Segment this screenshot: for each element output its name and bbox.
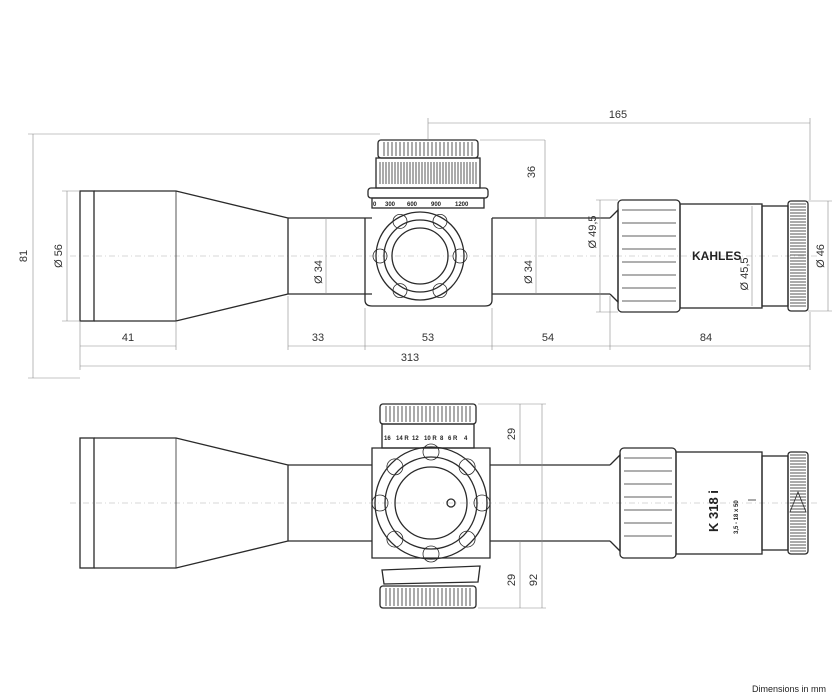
side-diopter-knurling — [790, 454, 806, 552]
windage-turret-cap — [391, 227, 449, 285]
turret-lobe — [392, 283, 408, 299]
windage-skirt — [381, 565, 481, 585]
magnification-ring-grip — [622, 209, 676, 302]
dimension-54: 54 — [542, 332, 554, 344]
elevation-scale-ticks — [379, 162, 477, 184]
dimension-29-bottom: 29 — [506, 574, 518, 586]
units-footnote: Dimensions in mm — [751, 684, 826, 694]
turret-lobe — [372, 248, 388, 264]
model-label: K 318 i — [706, 490, 721, 532]
scale-label: 300 — [385, 202, 396, 208]
dimension-84: 84 — [700, 332, 712, 344]
parallax-turret-lobes — [371, 443, 491, 563]
objective-bell — [94, 190, 289, 322]
turret-mark: 8 — [440, 436, 444, 442]
windage-turret-outer — [375, 211, 465, 301]
side-elevation-scale — [381, 423, 475, 449]
parallax-turret-cap — [394, 466, 468, 540]
magnification-label: 3,5 - 18 x 50 — [734, 500, 740, 534]
turret-lobe — [386, 458, 404, 476]
top-view: 0 300 600 900 1200 KAHLES 165 41 3 — [18, 109, 832, 379]
dimension-165: 165 — [609, 109, 627, 121]
scale-label: 0 — [373, 202, 377, 208]
dimension-diameter-34-rear: Ø 34 — [523, 260, 535, 284]
dimension-diameter-49-5: Ø 49,5 — [587, 215, 599, 248]
turret-mark: 14 R — [396, 436, 409, 442]
turret-lobe — [432, 283, 448, 299]
turret-mark: 4 — [464, 436, 468, 442]
elevation-knob-body — [375, 157, 481, 189]
dimension-36: 36 — [526, 166, 538, 178]
turret-lobe — [458, 530, 476, 548]
turret-lobe — [422, 545, 440, 563]
turret-lobe — [458, 458, 476, 476]
windage-turret-lobes — [372, 213, 468, 299]
dimension-diameter-34-front: Ø 34 — [313, 260, 325, 284]
top-horizontal-dimensions: 165 41 33 53 54 84 313 — [79, 109, 811, 370]
elevation-scale-labels: 0 300 600 900 1200 — [373, 202, 469, 208]
dimension-diameter-45-5: Ø 45,5 — [739, 257, 751, 290]
dimension-41: 41 — [122, 332, 134, 344]
bottom-windage-knob — [379, 585, 477, 609]
turret-mark: 16 — [384, 436, 391, 442]
elevation-base-ring — [367, 187, 489, 199]
turret-housing — [364, 218, 493, 307]
dimension-29-top: 29 — [506, 428, 518, 440]
elevation-scale-ring — [371, 197, 485, 209]
side-view: 16 14 R 12 10 R 8 6 R 4 K 318 i 3,5 - 18… — [70, 403, 820, 609]
side-objective-front — [79, 437, 95, 569]
side-eyepiece-diopter — [787, 451, 809, 555]
main-tube-front — [288, 217, 372, 295]
side-turret-marks: 16 14 R 12 10 R 8 6 R 4 — [384, 436, 468, 442]
objective-front — [79, 190, 95, 322]
dimension-diameter-46: Ø 46 — [815, 244, 827, 268]
scale-label: 900 — [431, 202, 442, 208]
turret-lobe — [392, 213, 408, 229]
eyepiece-diopter — [787, 200, 809, 312]
dimension-81: 81 — [18, 250, 30, 262]
turret-lobe — [371, 494, 389, 512]
scale-label: 600 — [407, 202, 418, 208]
side-objective-bell — [94, 437, 289, 569]
elevation-knurling — [383, 142, 473, 156]
turret-mark: 12 — [412, 436, 419, 442]
side-elevation-knurling — [385, 406, 471, 422]
side-tube-rear — [490, 464, 610, 542]
dimension-diameter-56: Ø 56 — [53, 244, 65, 268]
dimension-92: 92 — [528, 574, 540, 586]
turret-lobe — [432, 213, 448, 229]
diopter-knurling — [790, 203, 806, 307]
side-magnification-grip — [624, 457, 672, 537]
scale-label: 1200 — [455, 202, 469, 208]
side-tube-front — [288, 464, 372, 542]
turret-lobe — [452, 248, 468, 264]
main-tube-rear — [492, 217, 610, 295]
bottom-knurling — [385, 588, 471, 606]
turret-mark: 6 R — [448, 436, 458, 442]
turret-lobe — [473, 494, 491, 512]
dimension-53: 53 — [422, 332, 434, 344]
top-vertical-dimensions: 81 Ø 56 Ø 34 Ø 34 36 Ø 49,5 Ø 45,5 Ø 46 — [18, 133, 832, 379]
turret-mark: 10 R — [424, 436, 437, 442]
dimension-313: 313 — [401, 352, 419, 364]
parallax-turret-ring — [384, 456, 478, 550]
parallax-turret-outer — [374, 446, 488, 560]
side-vertical-dimensions: 29 29 92 — [478, 403, 546, 609]
dimension-33: 33 — [312, 332, 324, 344]
windage-turret-ring — [383, 219, 457, 293]
turret-lobe — [386, 530, 404, 548]
brand-logo: KAHLES — [692, 249, 741, 263]
parallax-indicator — [446, 498, 456, 508]
turret-lobe — [422, 443, 440, 461]
